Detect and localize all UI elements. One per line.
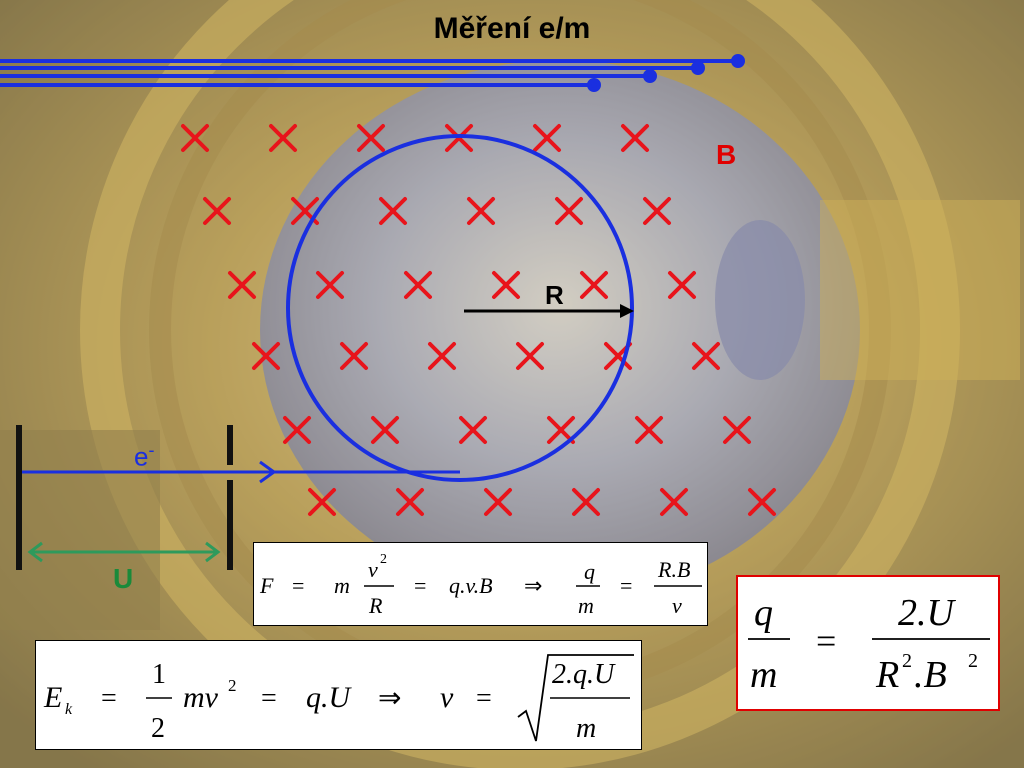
- field-cross-icon: [428, 342, 456, 370]
- voltage-arrow: [27, 541, 221, 563]
- eq-force-eq3: =: [620, 573, 632, 598]
- electron-label: e-: [134, 440, 154, 473]
- eq-result-exp2: 2: [968, 650, 978, 672]
- electron-beam-arrow: [22, 460, 460, 484]
- eq-energy-E: E: [43, 681, 62, 714]
- eq-energy-mv: mv: [183, 681, 219, 714]
- eq-force-exp: 2: [380, 552, 387, 567]
- eq-result-eq: =: [816, 621, 836, 661]
- eq-energy-qU: q.U: [306, 681, 353, 714]
- eq-force-q: q: [584, 559, 595, 584]
- field-cross-icon: [516, 342, 544, 370]
- field-cross-icon: [371, 416, 399, 444]
- eq-force-v-den: v: [672, 593, 682, 618]
- field-cross-icon: [467, 197, 495, 225]
- field-cross-icon: [459, 416, 487, 444]
- eq-energy-eq3: =: [476, 683, 492, 714]
- eq-result-R: R: [875, 654, 899, 696]
- eq-energy-num: 2.q.U: [552, 659, 616, 690]
- eq-result-exp1: 2: [902, 650, 912, 672]
- field-cross-icon: [492, 271, 520, 299]
- field-cross-icon: [723, 416, 751, 444]
- eq-result-m: m: [750, 654, 777, 696]
- magnetic-field-label: B: [716, 139, 737, 170]
- eq-result-num: 2.U: [898, 592, 957, 634]
- field-cross-icon: [340, 342, 368, 370]
- eq-energy-implies: ⇒: [378, 683, 401, 714]
- field-cross-icon: [283, 416, 311, 444]
- field-cross-icon: [572, 488, 600, 516]
- eq-energy-v: v: [440, 681, 454, 714]
- field-cross-icon: [555, 197, 583, 225]
- magnetic-field-crosses: [181, 124, 776, 516]
- eq-force-v: v: [368, 557, 378, 582]
- field-cross-icon: [252, 342, 280, 370]
- title-underline-lines: [0, 54, 745, 92]
- eq-energy-one: 1: [152, 659, 166, 690]
- field-cross-icon: [660, 488, 688, 516]
- eq-force-RB: R.B: [657, 557, 690, 582]
- field-cross-icon: [357, 124, 385, 152]
- field-cross-icon: [533, 124, 561, 152]
- eq-force-m2: m: [578, 593, 594, 618]
- radius-arrow: [464, 304, 634, 318]
- field-cross-icon: [580, 271, 608, 299]
- eq-force-F: F: [259, 573, 274, 598]
- page-title: Měření e/m: [433, 12, 591, 45]
- electrode-left: [16, 425, 22, 570]
- field-cross-icon: [203, 197, 231, 225]
- eq-result-B: .B: [914, 654, 947, 696]
- eq-force-qvB: q.v.B: [449, 573, 493, 598]
- field-cross-icon: [547, 416, 575, 444]
- field-cross-icon: [484, 488, 512, 516]
- eq-energy-eq2: =: [261, 683, 277, 714]
- eq-energy-exp: 2: [228, 676, 237, 695]
- field-cross-icon: [668, 271, 696, 299]
- field-cross-icon: [643, 197, 671, 225]
- eq-energy-eq1: =: [101, 683, 117, 714]
- field-cross-icon: [748, 488, 776, 516]
- field-cross-icon: [316, 271, 344, 299]
- electrode-right-top: [227, 425, 233, 465]
- field-cross-icon: [692, 342, 720, 370]
- eq-force-eq1: =: [292, 573, 304, 598]
- eq-force-implies: ⇒: [524, 573, 542, 598]
- radius-label: R: [545, 280, 564, 310]
- eq-force-R: R: [368, 593, 383, 618]
- field-cross-icon: [635, 416, 663, 444]
- field-cross-icon: [181, 124, 209, 152]
- field-cross-icon: [228, 271, 256, 299]
- eq-energy-k: k: [65, 701, 73, 718]
- electron-symbol: e: [134, 441, 149, 472]
- force-equation-box: F = m v 2 R = q.v.B ⇒ q m = R.B v: [253, 542, 708, 626]
- field-cross-icon: [396, 488, 424, 516]
- field-cross-icon: [404, 271, 432, 299]
- electron-charge-sign: -: [148, 440, 155, 460]
- eq-force-eq2: =: [414, 573, 426, 598]
- eq-energy-two: 2: [151, 713, 165, 744]
- field-cross-icon: [621, 124, 649, 152]
- result-equation-box: q m = 2.U R 2 .B 2: [736, 575, 1000, 711]
- electron-circular-path: [286, 134, 634, 482]
- field-cross-icon: [269, 124, 297, 152]
- eq-force-m: m: [334, 573, 350, 598]
- field-cross-icon: [308, 488, 336, 516]
- voltage-label: U: [113, 563, 134, 594]
- electrode-right-bottom: [227, 480, 233, 570]
- field-cross-icon: [379, 197, 407, 225]
- energy-equation-box: E k = 1 2 mv 2 = q.U ⇒ v = 2.q.U m: [35, 640, 642, 750]
- eq-result-q: q: [754, 592, 773, 634]
- eq-energy-den: m: [576, 713, 596, 744]
- sqrt-sign: [517, 654, 634, 742]
